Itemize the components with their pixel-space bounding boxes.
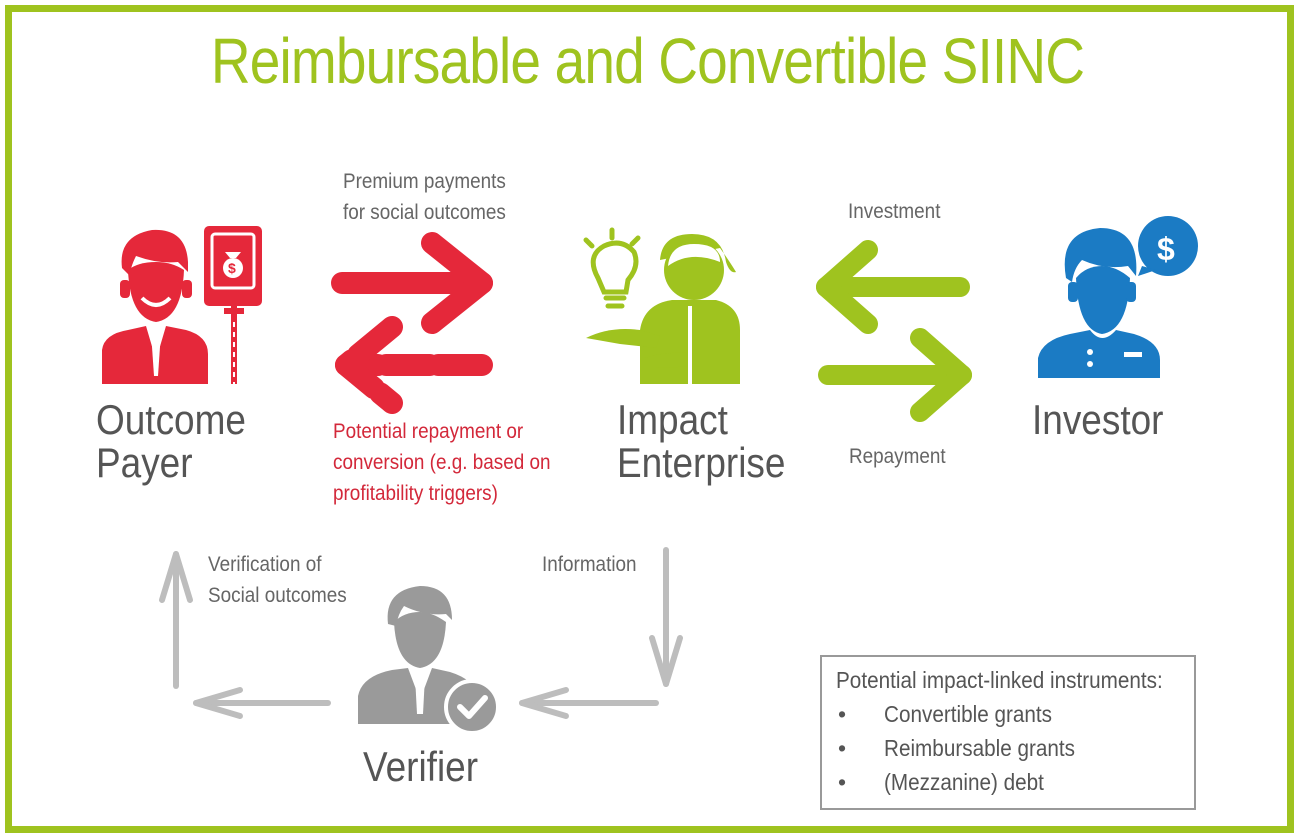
verification-arrows bbox=[159, 551, 331, 719]
donation-book-icon: $ bbox=[204, 226, 262, 384]
list-item: •(Mezzanine) debt bbox=[836, 765, 1180, 799]
information-label: Information bbox=[542, 553, 637, 576]
list-item: •Reimbursable grants bbox=[836, 731, 1180, 765]
investment-arrow bbox=[816, 240, 970, 334]
investor-label: Investor bbox=[1032, 396, 1164, 443]
svg-text:$: $ bbox=[1157, 231, 1175, 267]
instruments-list: •Convertible grants •Reimbursable grants… bbox=[836, 697, 1180, 799]
bullet-icon: • bbox=[838, 735, 847, 761]
bullet-icon: • bbox=[838, 701, 847, 727]
instruments-heading: Potential impact-linked instruments: bbox=[836, 667, 1163, 693]
information-arrows bbox=[519, 547, 683, 719]
svg-text:$: $ bbox=[228, 260, 236, 276]
repayment-conversion-label: Potential repayment or conversion (e.g. … bbox=[333, 420, 551, 505]
impact-enterprise-label: Impact Enterprise bbox=[617, 396, 786, 486]
verification-label: Verification of Social outcomes bbox=[208, 553, 347, 607]
repayment-label: Repayment bbox=[849, 445, 946, 468]
list-item: •Convertible grants bbox=[836, 697, 1180, 731]
outcome-payer-icon bbox=[102, 229, 208, 384]
outcome-payer-label: Outcome Payer bbox=[96, 396, 246, 486]
check-badge-icon bbox=[444, 679, 500, 735]
repayment-conversion-arrow bbox=[335, 316, 493, 414]
verifier-label: Verifier bbox=[363, 743, 479, 790]
investment-label: Investment bbox=[848, 200, 941, 223]
page-title: Reimbursable and Convertible SIINC bbox=[210, 25, 1085, 97]
premium-payment-arrow bbox=[331, 232, 493, 334]
bullet-icon: • bbox=[838, 769, 847, 795]
dollar-bubble-icon: $ bbox=[1138, 216, 1198, 276]
instruments-box: Potential impact-linked instruments: •Co… bbox=[820, 655, 1196, 810]
lightbulb-icon bbox=[583, 227, 641, 309]
premium-payments-label: Premium payments for social outcomes bbox=[343, 170, 506, 224]
impact-enterprise-icon bbox=[586, 234, 740, 384]
investor-icon bbox=[1038, 228, 1160, 378]
repayment-arrow bbox=[818, 328, 972, 422]
